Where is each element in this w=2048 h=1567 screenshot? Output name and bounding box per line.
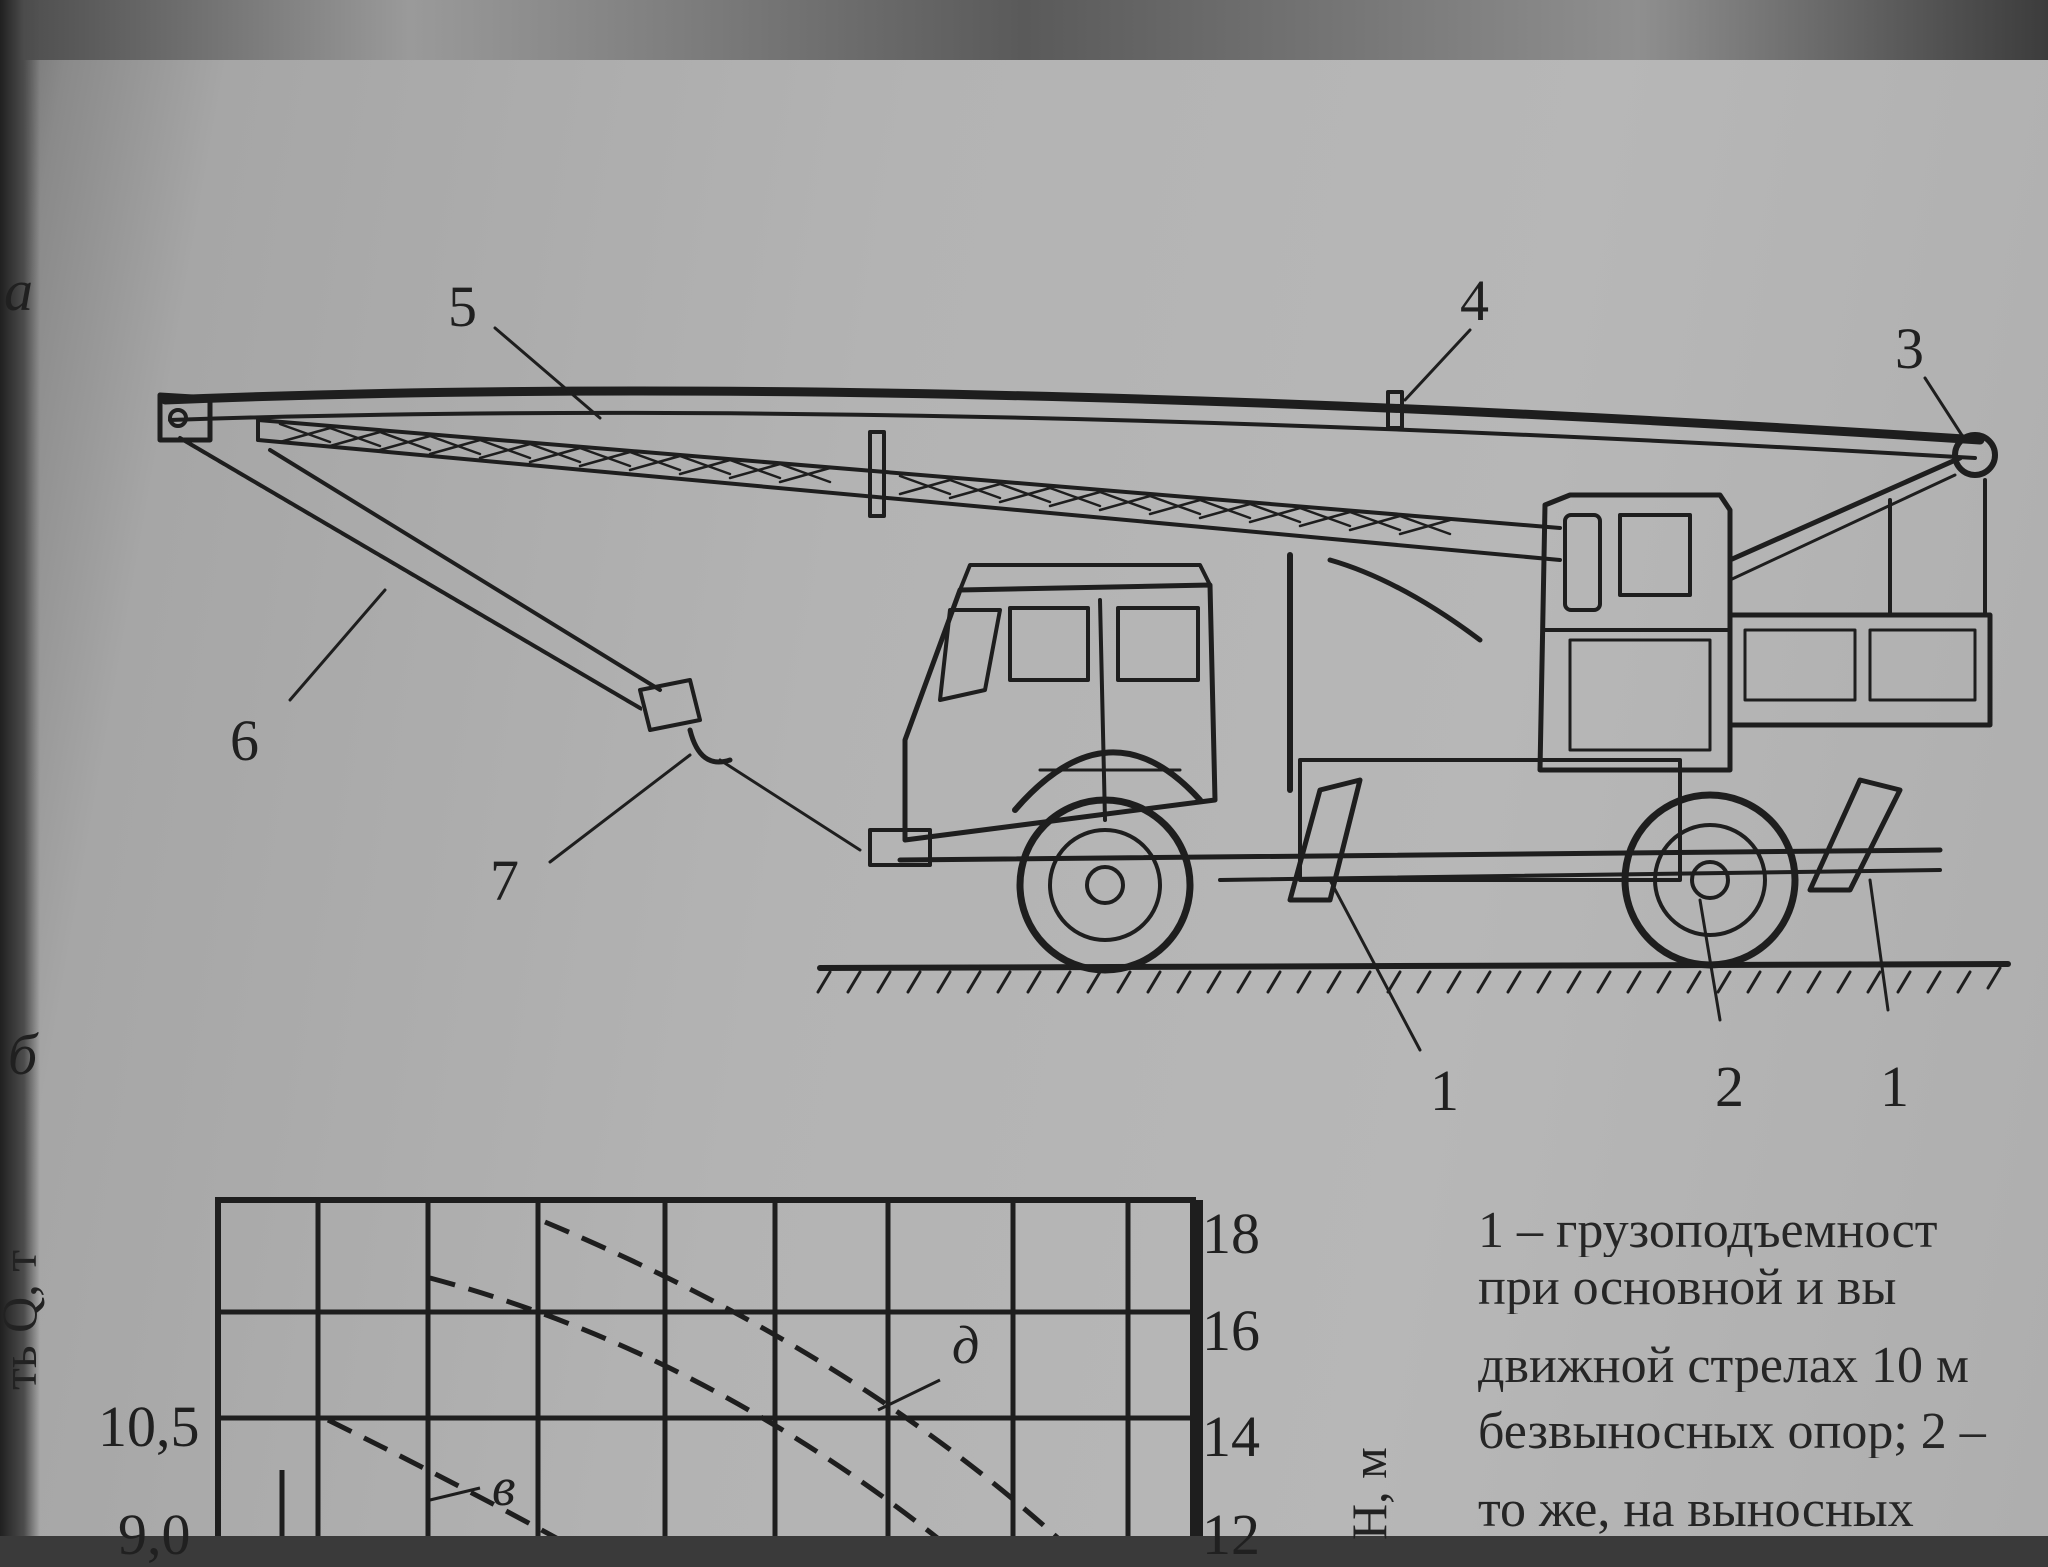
book-spine-shadow (0, 0, 40, 1536)
chassis (897, 552, 1943, 974)
truck-cab (868, 563, 1218, 867)
right-tick-18: 18 (1202, 1201, 1260, 1266)
background-strip (0, 0, 2048, 60)
caption-line-1: 1 – грузоподъемност (1478, 1205, 1938, 1257)
left-tick-9-0: 9,0 (118, 1502, 191, 1567)
caption-line-5: то же, на выносных (1478, 1484, 1914, 1536)
callout-4: 4 (1460, 268, 1489, 333)
curve-d (544, 1219, 1060, 1536)
y-axis-left-label: ть Q, т (0, 1250, 47, 1390)
callout-7: 7 (490, 848, 519, 913)
crane-cabin (1327, 478, 1993, 773)
right-tick-16: 16 (1202, 1298, 1260, 1363)
callout-leaders (288, 326, 1967, 1052)
callout-5: 5 (448, 274, 477, 339)
panel-label-b: б (8, 1022, 38, 1087)
curve-label-d: д (952, 1315, 980, 1375)
y-axis-right-label: H, м (1341, 1447, 1397, 1540)
load-chart (215, 1197, 1203, 1536)
crane-boom (157, 386, 1998, 582)
right-tick-14: 14 (1202, 1404, 1260, 1469)
curve-v (326, 1417, 558, 1536)
callout-1-left: 1 (1430, 1058, 1459, 1123)
callout-1-right: 1 (1880, 1054, 1909, 1119)
caption-line-3: движной стрелах 10 м (1478, 1340, 1969, 1392)
jib-extension (178, 436, 862, 852)
right-tick-12: 12 (1202, 1502, 1260, 1567)
callout-6: 6 (230, 708, 259, 773)
caption-line-2: при основной и вы (1478, 1262, 1897, 1314)
curve-d2 (429, 1275, 939, 1536)
panel-label-a: a (4, 258, 33, 323)
callout-3: 3 (1895, 316, 1924, 381)
callout-2: 2 (1715, 1054, 1744, 1119)
left-tick-10-5: 10,5 (98, 1394, 200, 1459)
book-page (0, 40, 2048, 1536)
curve-label-v: в (492, 1457, 516, 1517)
caption-line-4: безвыносных опор; 2 – (1478, 1406, 1986, 1458)
ground-hatch (816, 961, 2011, 994)
